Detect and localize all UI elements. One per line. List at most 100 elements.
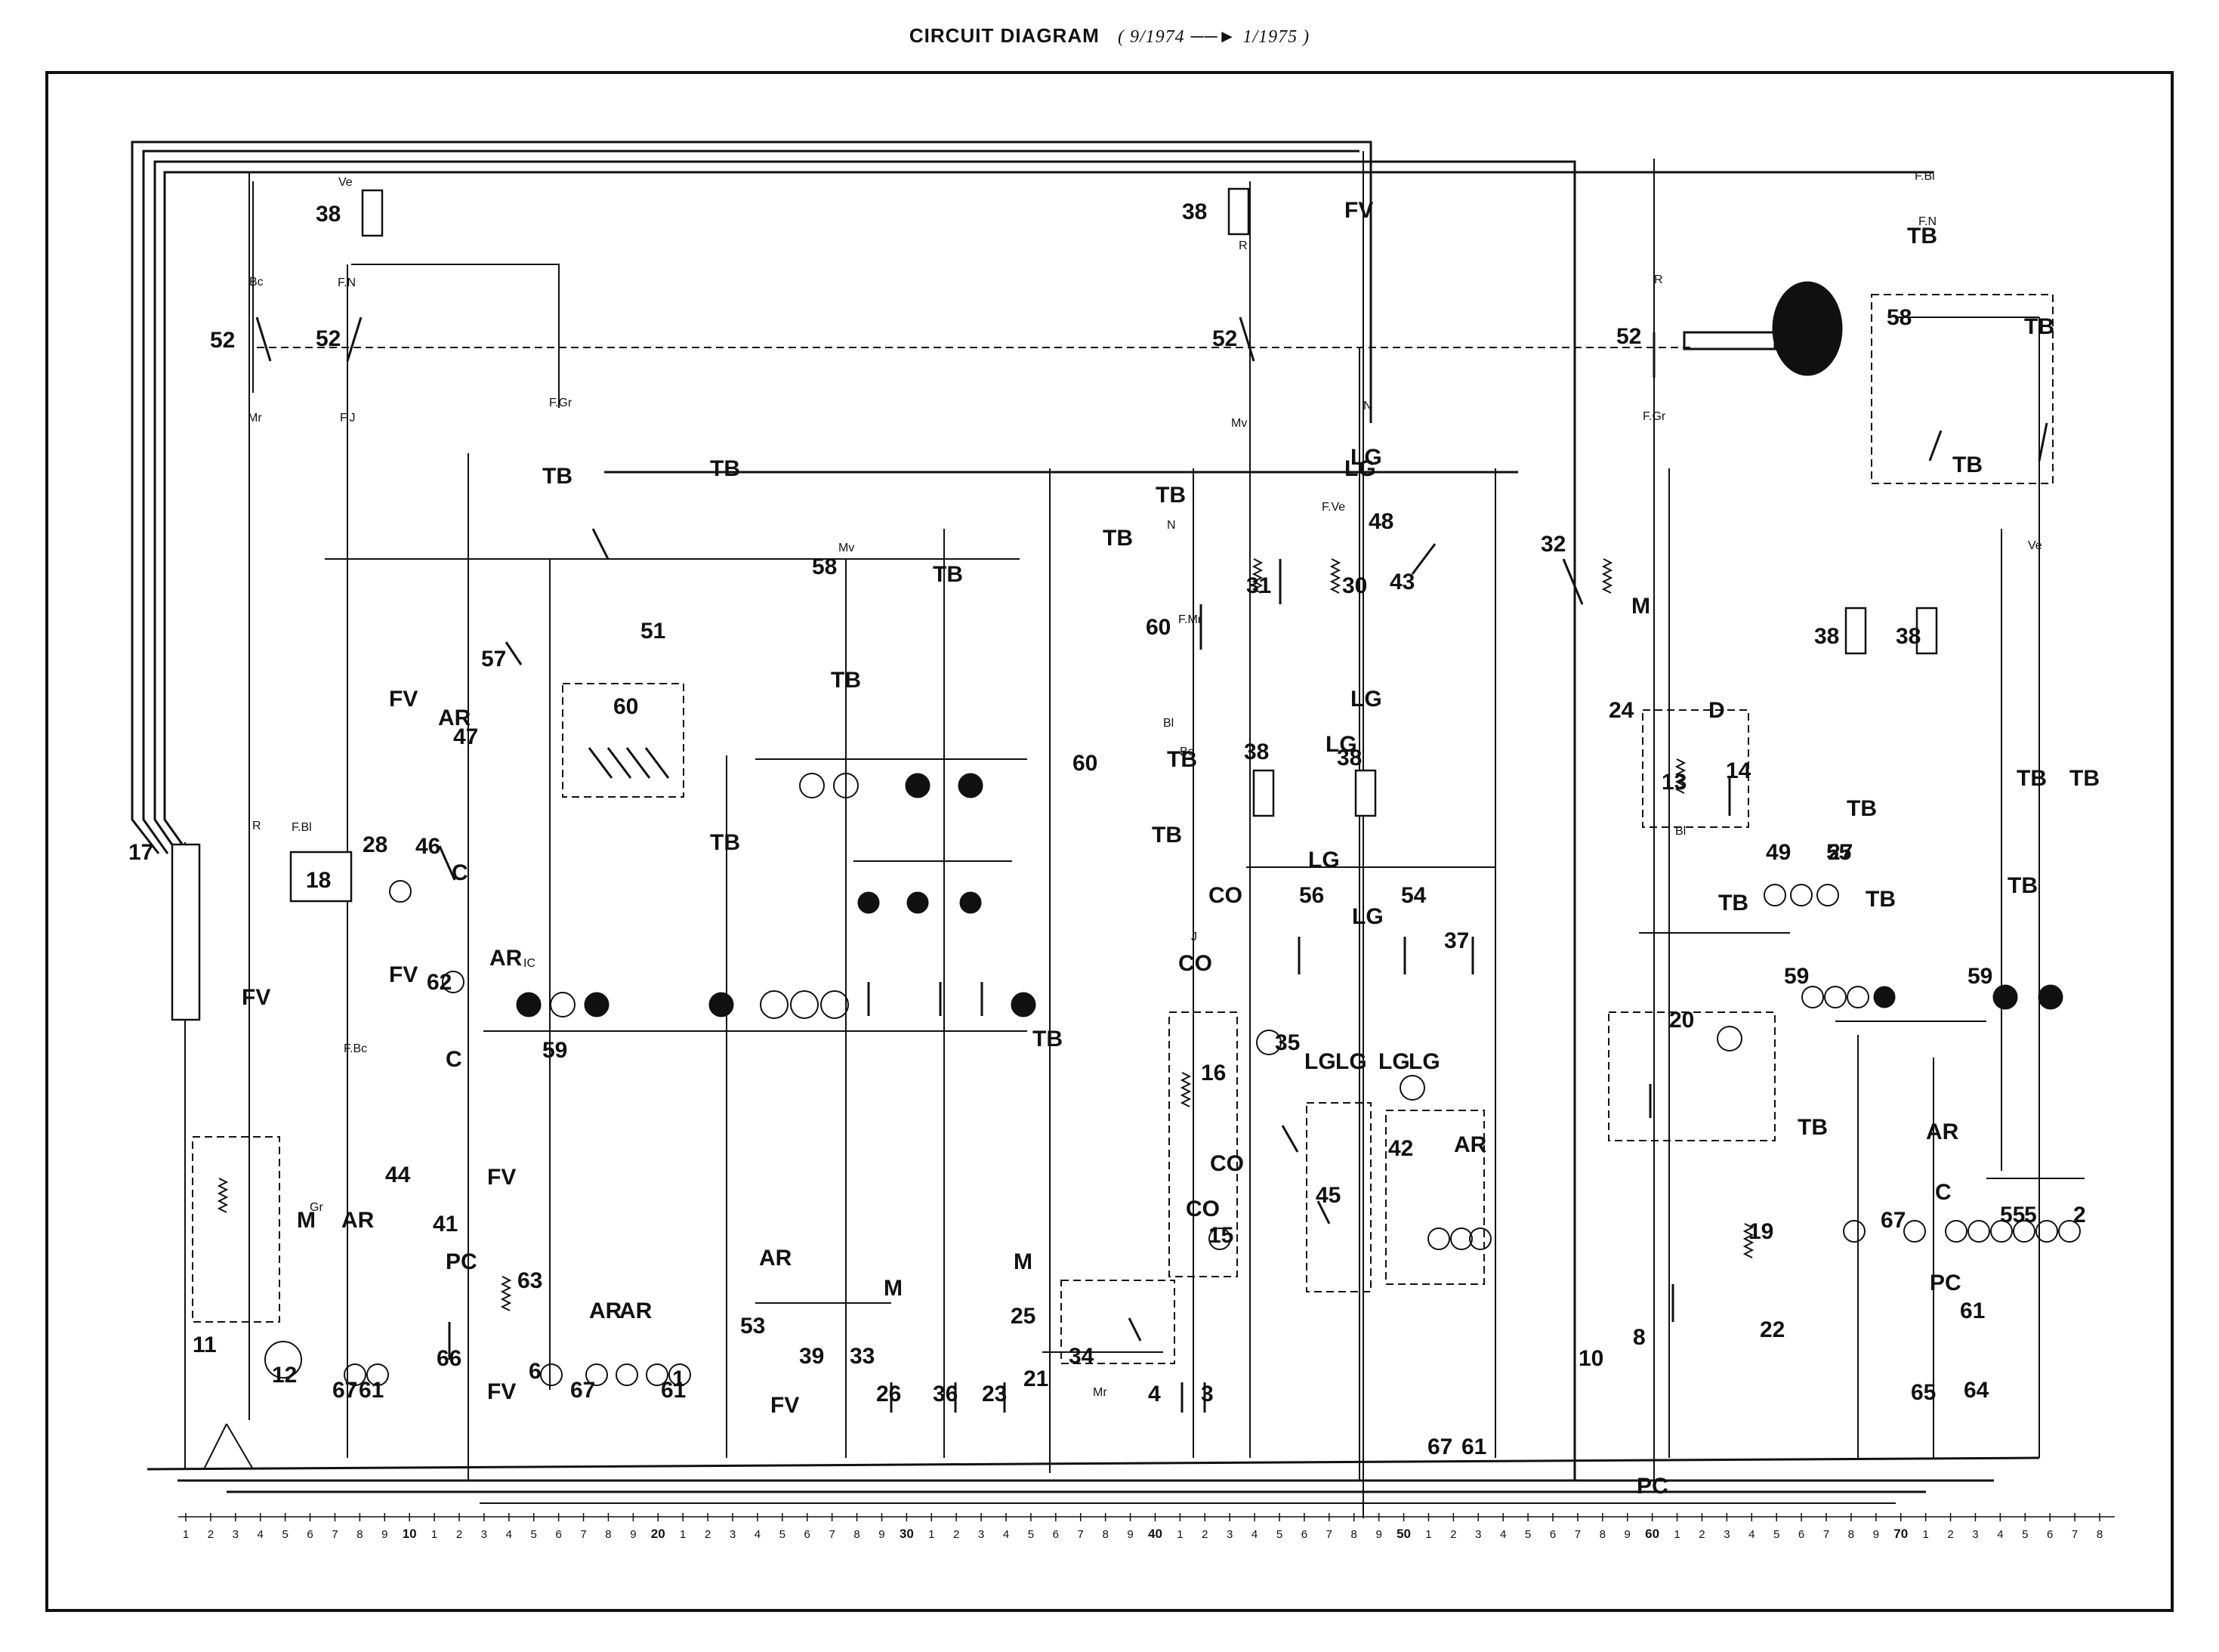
- wire-code-tb-12: TB: [1718, 891, 1748, 916]
- ruler-number: 9: [1127, 1528, 1133, 1541]
- component-label-15: 15: [1208, 1223, 1233, 1248]
- wire-code-tb-2: TB: [933, 562, 963, 587]
- component-label-58-r: 58: [1887, 305, 1912, 330]
- ruler-number: 2: [456, 1528, 462, 1541]
- wire-code-n-2: N: [1167, 519, 1176, 532]
- branch-wires: [252, 181, 2040, 1481]
- wire-code-lg-4: LG: [1326, 732, 1357, 757]
- ruler-number: 5: [1773, 1528, 1779, 1541]
- component-label-52-a: 52: [210, 328, 235, 353]
- ruler-number: 3: [481, 1528, 487, 1541]
- unit-16-box: [1168, 1011, 1238, 1277]
- component-label-28: 28: [363, 832, 387, 857]
- key-blade-icon: [1683, 331, 1776, 350]
- wire-code-fgr-2: F.Gr: [1643, 410, 1666, 423]
- component-label-38-r2: 38: [1896, 624, 1921, 649]
- ruler-number: 20: [651, 1527, 665, 1541]
- wire-code-tb-16: TB: [2008, 873, 2038, 898]
- ruler-number: 8: [2097, 1528, 2103, 1541]
- component-label-43: 43: [1390, 570, 1415, 594]
- lamp-symbols: [264, 773, 2081, 1386]
- wire-code-ar-1: AR: [438, 706, 471, 730]
- wire-code-lg-5: LG: [1308, 848, 1340, 872]
- wire-code-tb-17: TB: [1032, 1027, 1063, 1051]
- wire-code-ve-2: Ve: [2028, 539, 2042, 552]
- wire-small-labels: R R R Mv Mv Bc Bc Bl Bl Ve Ve Gr F.Gr F.…: [248, 170, 2042, 1399]
- ruler-number: 8: [605, 1528, 611, 1541]
- wire-code-tb-15: TB: [1952, 452, 1983, 477]
- ruler-number: 8: [1351, 1528, 1357, 1541]
- ruler-number: 5: [282, 1528, 288, 1541]
- wire-code-tb-20: TB: [542, 464, 572, 489]
- component-label-36: 36: [933, 1382, 958, 1407]
- ruler-number: 3: [1227, 1528, 1233, 1541]
- ruler-number: 7: [1078, 1528, 1084, 1541]
- wire-code-tb-1: TB: [710, 456, 740, 481]
- ruler-number: 4: [506, 1528, 512, 1541]
- component-label-33: 33: [850, 1344, 875, 1369]
- component-label-35: 35: [1275, 1030, 1300, 1055]
- wire-code-tb-4: TB: [710, 830, 740, 855]
- ruler-number: 4: [755, 1528, 761, 1541]
- component-label-38-c1: 38: [1244, 740, 1269, 764]
- wire-code-fv-4: FV: [487, 1165, 516, 1190]
- wire-code-tb-18: TB: [1167, 747, 1197, 772]
- ruler-number: 2: [705, 1528, 711, 1541]
- component-label-8: 8: [1633, 1325, 1646, 1350]
- component-label-59: 59: [542, 1038, 567, 1063]
- ruler-number: 9: [1873, 1528, 1879, 1541]
- title-main: CIRCUIT DIAGRAM: [909, 24, 1100, 47]
- wire-code-lg-2: LG: [1350, 445, 1382, 470]
- ruler-number: 8: [1848, 1528, 1854, 1541]
- ruler-number: 1: [1425, 1528, 1431, 1541]
- wire-code-mv-2: Mv: [1231, 417, 1247, 430]
- component-label-51: 51: [640, 619, 665, 644]
- wire-code-tb-3: TB: [831, 668, 861, 693]
- component-label-3: 3: [1201, 1382, 1214, 1407]
- fuse-38-c1: [1252, 769, 1275, 817]
- component-label-2: 2: [2073, 1203, 2086, 1227]
- ruler-number: 10: [403, 1527, 417, 1541]
- ruler-number: 40: [1148, 1527, 1162, 1541]
- ruler-number: 60: [1645, 1527, 1659, 1541]
- ruler-number: 1: [680, 1528, 686, 1541]
- wire-code-r-2: R: [1239, 239, 1248, 252]
- wire-code-m-3: M: [884, 1276, 903, 1301]
- wire-code-ar-7: AR: [1454, 1132, 1487, 1157]
- component-label-48: 48: [1369, 509, 1393, 534]
- wire-code-fv-3: FV: [389, 962, 418, 987]
- wire-code-d: D: [1708, 698, 1725, 723]
- component-label-1: 1: [672, 1366, 685, 1391]
- component-label-6: 6: [529, 1359, 542, 1384]
- switch-58-box: [1871, 294, 2054, 484]
- relay-18: [289, 851, 353, 903]
- wire-code-mr-1: Mr: [248, 412, 262, 425]
- wire-code-fgr-1: F.Gr: [549, 397, 572, 409]
- ruler-number: 3: [730, 1528, 736, 1541]
- component-label-17: 17: [128, 840, 153, 865]
- component-label-64: 64: [1964, 1378, 1989, 1403]
- component-label-61-b: 61: [661, 1378, 686, 1403]
- ruler-number: 1: [928, 1528, 934, 1541]
- ground-bus: [147, 842, 2040, 1504]
- wire-code-tb-8: TB: [1907, 224, 1937, 249]
- component-label-27: 27: [1828, 840, 1853, 865]
- ruler-number: 4: [258, 1528, 264, 1541]
- title-to-date: 1/1975: [1242, 27, 1298, 47]
- wire-code-gr-1: Gr: [310, 1201, 323, 1214]
- component-label-25: 25: [1011, 1304, 1035, 1329]
- wire-code-fbl-2: F.Bl: [1915, 170, 1935, 183]
- wire-code-c-2: C: [446, 1047, 462, 1072]
- key-icon: [1772, 281, 1843, 376]
- component-label-5: 5: [2024, 1203, 2037, 1227]
- ruler-number: 2: [1699, 1528, 1705, 1541]
- title-date-range: ( 9/1974──►1/1975 ): [1118, 27, 1310, 47]
- wire-code-tb-11: TB: [1847, 796, 1877, 821]
- ruler-number: 30: [900, 1527, 914, 1541]
- ruler-number: 70: [1893, 1527, 1908, 1541]
- ruler-number: 7: [2072, 1528, 2078, 1541]
- ruler-number: 1: [1674, 1528, 1680, 1541]
- ruler-number: 2: [1450, 1528, 1456, 1541]
- component-label-38-c2: 38: [1337, 746, 1362, 770]
